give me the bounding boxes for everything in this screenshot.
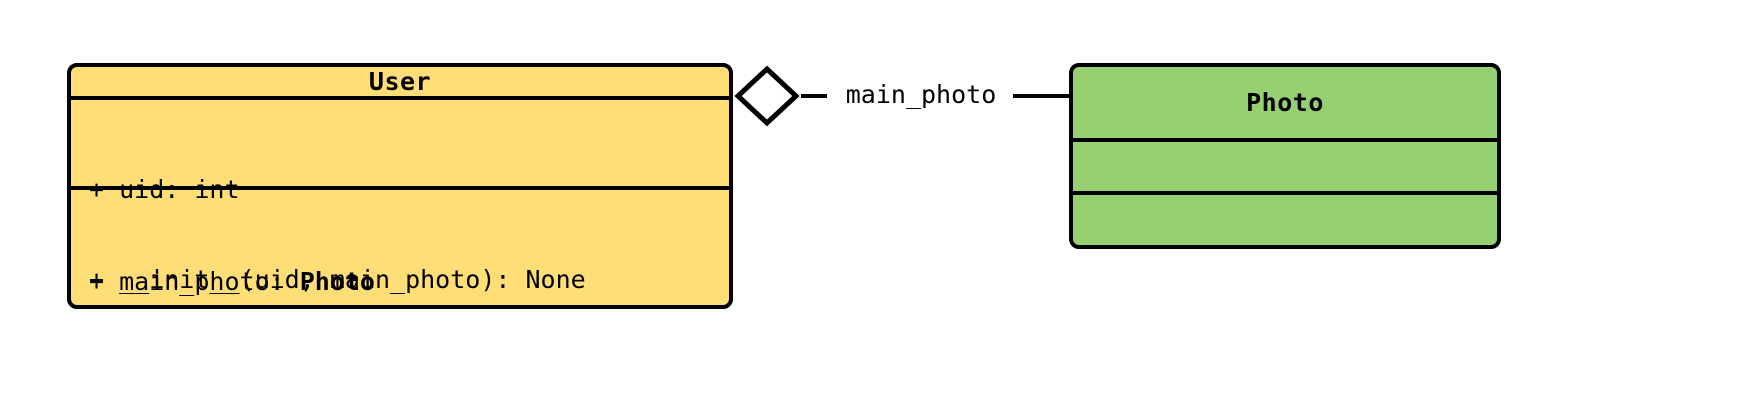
uml-class-user-title: User xyxy=(71,67,729,96)
uml-class-user[interactable]: User + uid: int + main_photo: Photo + __… xyxy=(67,63,733,309)
uml-class-user-attributes: + uid: int + main_photo: Photo xyxy=(71,96,729,296)
uml-attribute-main-photo-type[interactable]: Photo xyxy=(299,266,375,296)
association-label-main-photo: main_photo xyxy=(845,80,997,109)
uml-attribute-main-photo-label: + main_photo: xyxy=(89,266,300,296)
uml-class-photo[interactable]: Photo xyxy=(1069,63,1501,249)
uml-attribute-main-photo: + main_photo: Photo xyxy=(89,267,711,298)
uml-method-init: + __init__(uid, main_photo): None xyxy=(89,265,586,294)
hollow-diamond-icon xyxy=(734,65,800,127)
uml-class-user-methods: + __init__(uid, main_photo): None xyxy=(71,186,729,305)
association-line-left-segment xyxy=(801,94,827,98)
uml-class-photo-title: Photo xyxy=(1073,67,1497,138)
uml-class-photo-name: Photo xyxy=(1246,88,1324,117)
uml-class-user-name: User xyxy=(368,67,432,96)
uml-class-photo-attributes xyxy=(1073,138,1497,191)
association-line-right-segment xyxy=(1013,94,1071,98)
uml-class-photo-methods xyxy=(1073,191,1497,245)
